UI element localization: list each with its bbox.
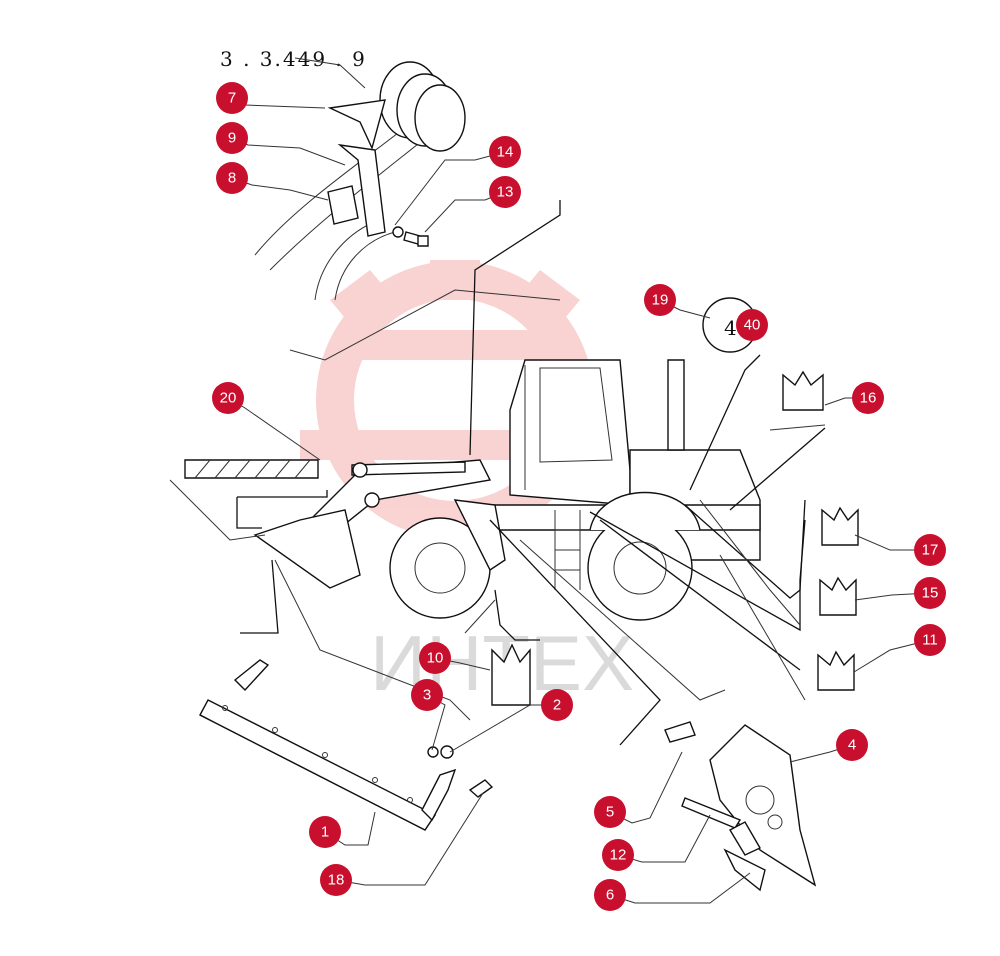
callout-13: 13: [489, 176, 521, 208]
svg-text:13: 13: [497, 184, 514, 201]
svg-text:4: 4: [848, 737, 856, 754]
svg-text:8: 8: [228, 170, 236, 187]
svg-text:12: 12: [610, 847, 627, 864]
callout-19: 19: [644, 284, 676, 316]
svg-text:11: 11: [922, 632, 938, 649]
svg-text:2: 2: [553, 697, 561, 714]
svg-text:20: 20: [220, 390, 237, 407]
callout-1: 1: [309, 816, 341, 848]
callout-2: 2: [541, 689, 573, 721]
svg-text:5: 5: [606, 804, 614, 821]
leader-lines: [169, 200, 826, 746]
svg-text:18: 18: [328, 872, 345, 889]
callout-15: 15: [914, 577, 946, 609]
tooth-strip: [184, 459, 319, 479]
svg-text:6: 6: [606, 887, 614, 904]
svg-text:10: 10: [427, 650, 444, 667]
callout-14: 14: [489, 136, 521, 168]
svg-text:3: 3: [423, 687, 431, 704]
clip-17: [821, 506, 859, 546]
svg-text:19: 19: [652, 292, 669, 309]
svg-text:16: 16: [860, 390, 877, 407]
svg-text:17: 17: [922, 542, 939, 559]
callout-7: 7: [216, 82, 248, 114]
tooth-adapter-detail: [664, 721, 817, 892]
svg-text:7: 7: [228, 90, 236, 107]
callout-10: 10: [419, 642, 451, 674]
callout-18: 18: [320, 864, 352, 896]
svg-text:14: 14: [497, 144, 514, 161]
reference-number: 3 . 3.449 . 9: [220, 47, 367, 71]
callout-17: 17: [914, 534, 946, 566]
callout-4: 4: [836, 729, 868, 761]
svg-text:15: 15: [922, 585, 939, 602]
svg-text:9: 9: [228, 130, 236, 147]
callout-12: 12: [602, 839, 634, 871]
callout-11: 11: [914, 624, 946, 656]
cutting-blade-detail: [199, 659, 494, 831]
callout-40: 40: [736, 309, 768, 341]
callout-6: 6: [594, 879, 626, 911]
callout-5: 5: [594, 796, 626, 828]
top-bracket-detail: [254, 61, 466, 301]
clip-11: [817, 650, 855, 691]
callout-20: 20: [212, 382, 244, 414]
callout-9: 9: [216, 122, 248, 154]
callout-16: 16: [852, 382, 884, 414]
svg-text:1: 1: [321, 824, 329, 841]
clip-15: [819, 576, 857, 616]
callout-8: 8: [216, 162, 248, 194]
sheet-number: 4: [724, 316, 737, 340]
svg-text:40: 40: [744, 317, 761, 334]
clip-10: [491, 643, 531, 706]
callout-3: 3: [411, 679, 443, 711]
wheel-loader-outline: [253, 359, 761, 621]
clip-16: [782, 370, 824, 411]
